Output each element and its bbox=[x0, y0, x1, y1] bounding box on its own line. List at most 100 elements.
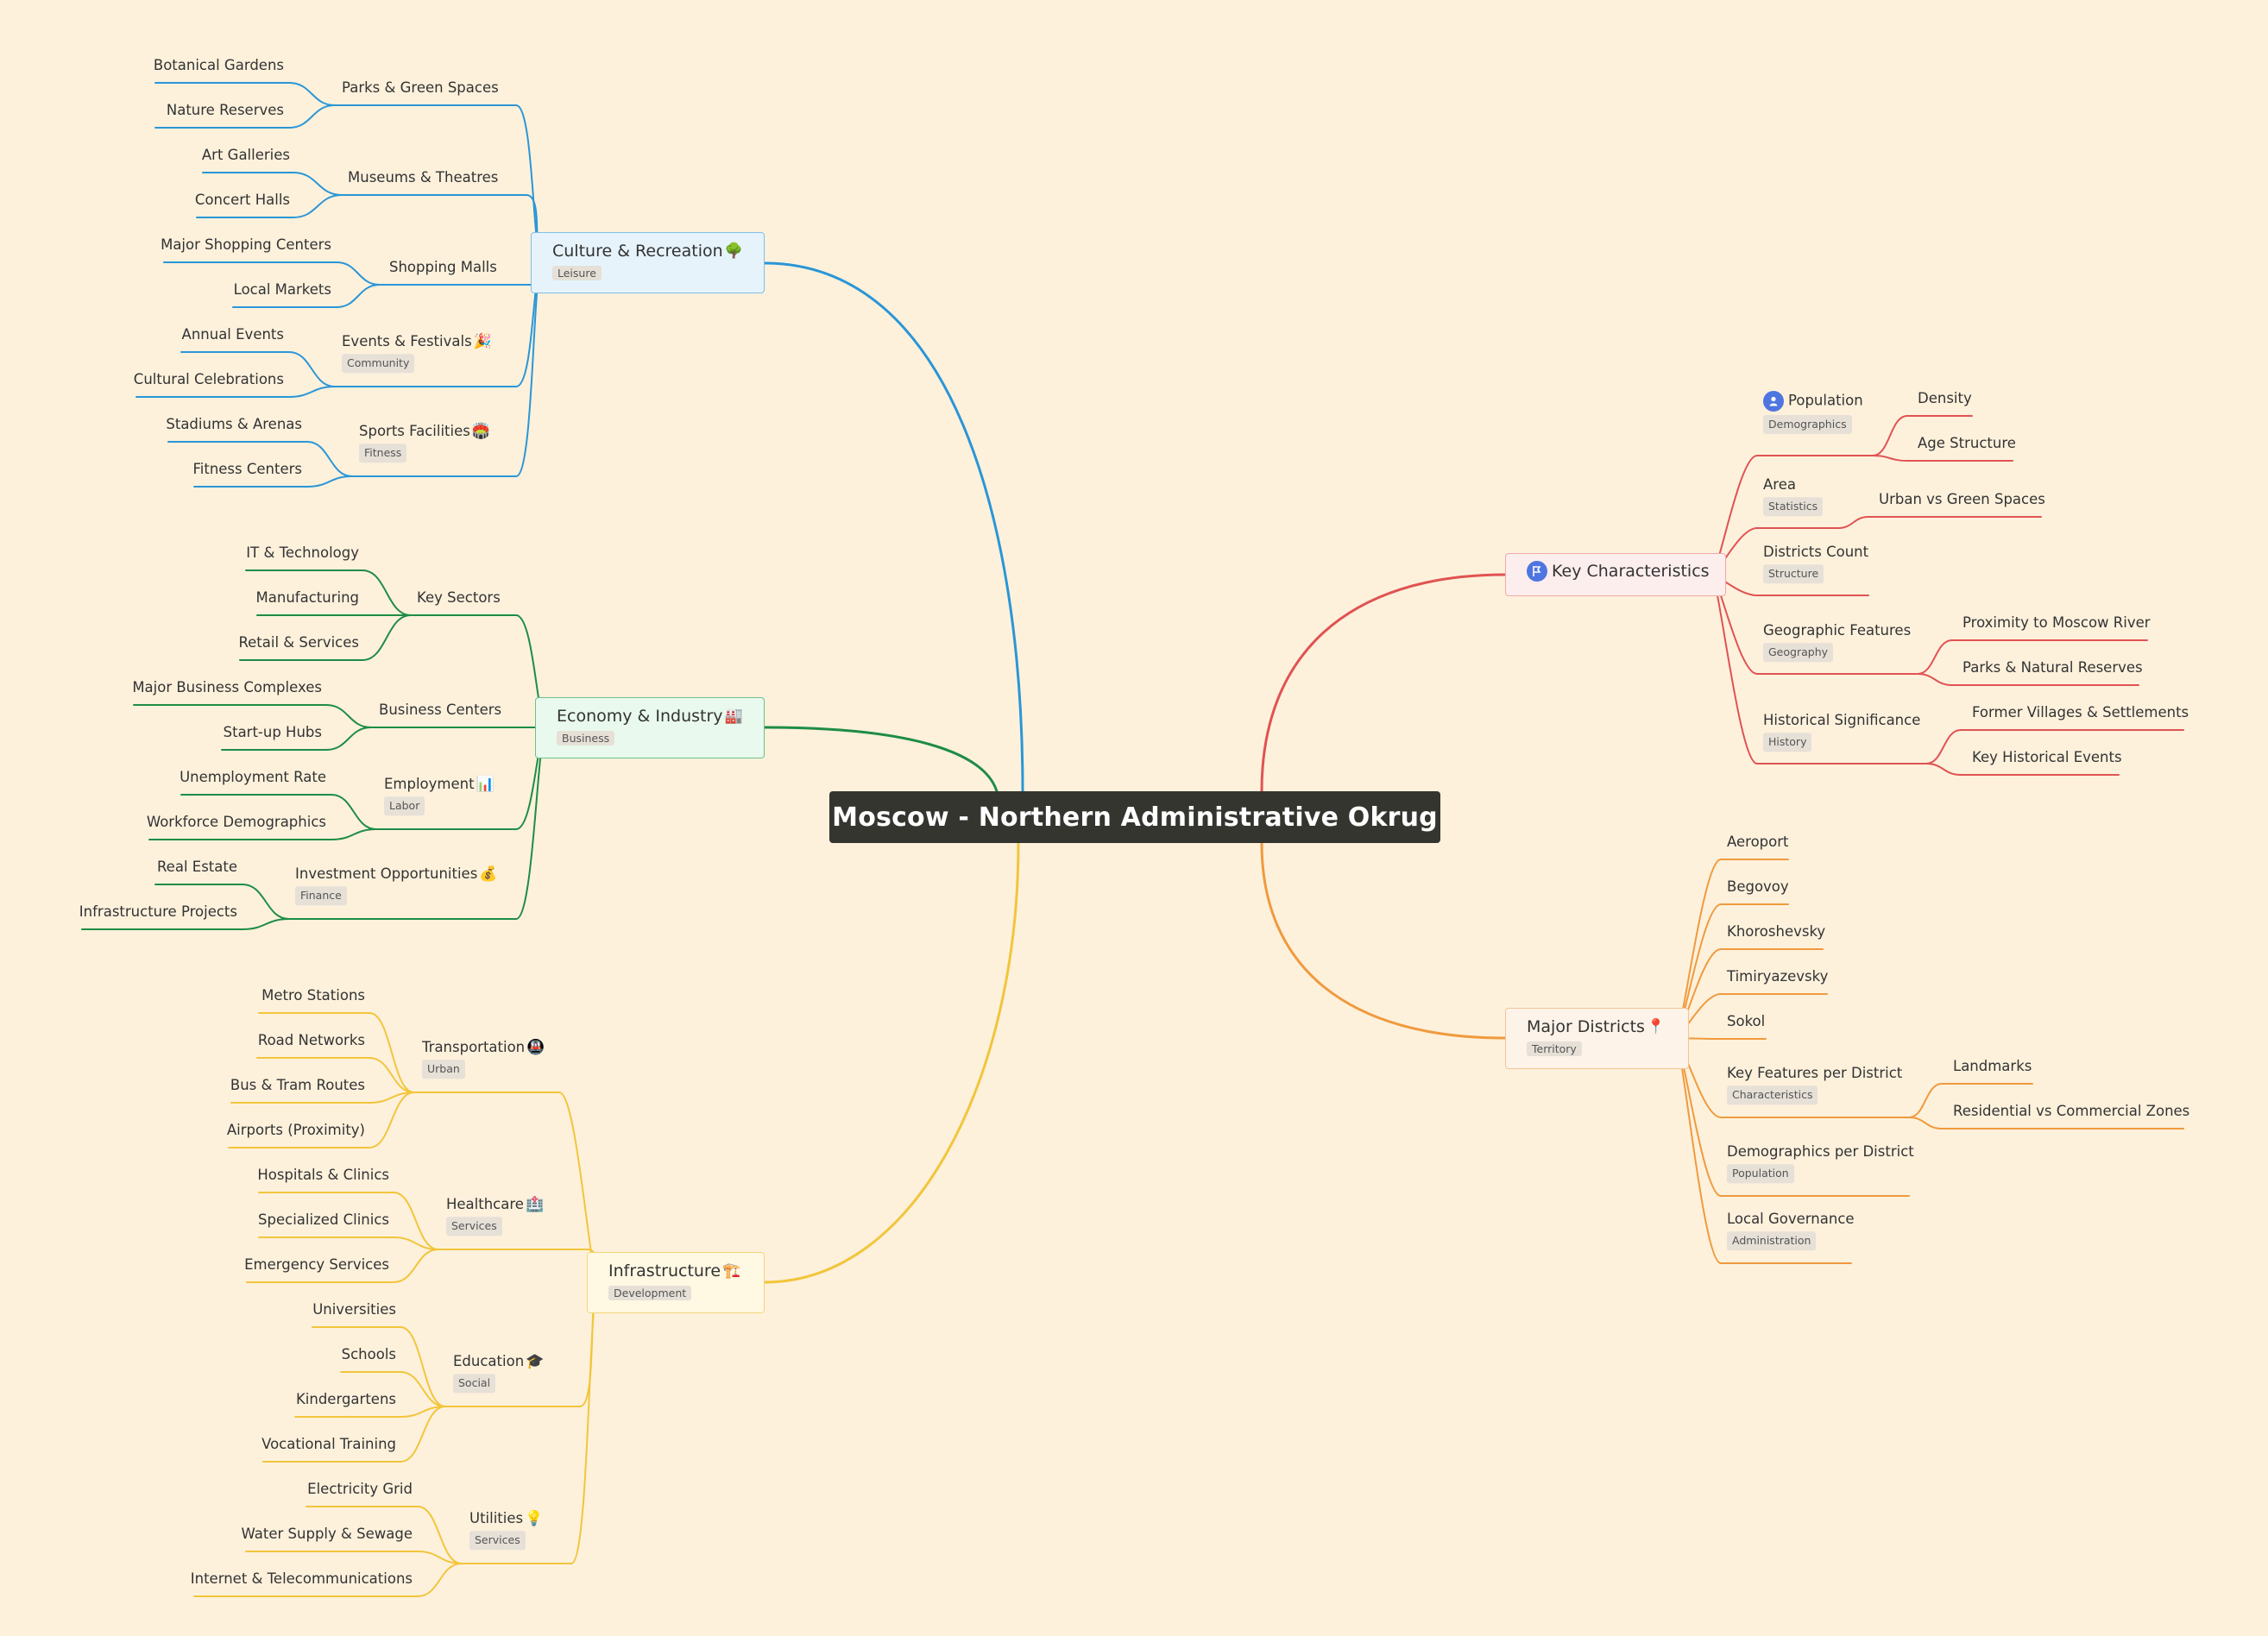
emergency-services-node[interactable]: Emergency Services bbox=[244, 1256, 389, 1273]
employment-node[interactable]: Employment📊Labor bbox=[384, 776, 495, 816]
pin-icon: 📍 bbox=[1646, 1018, 1666, 1035]
healthcare-node[interactable]: Healthcare🏥Services bbox=[446, 1196, 544, 1236]
person-icon bbox=[1763, 391, 1784, 412]
parks-green-spaces-node[interactable]: Parks & Green Spaces bbox=[342, 79, 499, 96]
flag-icon bbox=[1527, 561, 1547, 582]
kindergartens-node[interactable]: Kindergartens bbox=[295, 1391, 396, 1407]
schools-node[interactable]: Schools bbox=[341, 1346, 396, 1362]
districts-count-tag: Structure bbox=[1763, 564, 1824, 584]
transportation-node[interactable]: Transportation🚇Urban bbox=[422, 1039, 545, 1079]
proximity-moscow-river-node[interactable]: Proximity to Moscow River bbox=[1962, 614, 2151, 631]
culture-recreation-label: Culture & Recreation bbox=[552, 242, 723, 261]
nature-reserves-node[interactable]: Nature Reserves bbox=[166, 102, 284, 118]
sokol-node[interactable]: Sokol bbox=[1727, 1013, 1766, 1029]
age-structure-node[interactable]: Age Structure bbox=[1918, 435, 2016, 451]
cultural-celebrations-node[interactable]: Cultural Celebrations bbox=[133, 371, 284, 387]
specialized-clinics-node[interactable]: Specialized Clinics bbox=[258, 1211, 389, 1228]
stadiums-arenas-node[interactable]: Stadiums & Arenas bbox=[166, 416, 302, 432]
internet-telecommunications-node[interactable]: Internet & Telecommunications bbox=[190, 1570, 413, 1587]
art-galleries-node[interactable]: Art Galleries bbox=[201, 147, 290, 163]
aeroport-node[interactable]: Aeroport bbox=[1727, 834, 1789, 850]
culture-recreation-node[interactable]: Culture & Recreation🌳 Leisure bbox=[531, 232, 765, 293]
shopping-malls-node[interactable]: Shopping Malls bbox=[389, 259, 497, 275]
museums-theatres-node[interactable]: Museums & Theatres bbox=[348, 169, 499, 186]
manufacturing-node[interactable]: Manufacturing bbox=[255, 589, 359, 606]
education-tag: Social bbox=[453, 1374, 496, 1394]
business-centers-node[interactable]: Business Centers bbox=[379, 702, 502, 718]
infrastructure-node[interactable]: Infrastructure🏗️ Development bbox=[587, 1252, 765, 1313]
local-markets-node[interactable]: Local Markets bbox=[233, 281, 331, 298]
key-historical-events-node[interactable]: Key Historical Events bbox=[1972, 749, 2122, 765]
begovoy-node[interactable]: Begovoy bbox=[1727, 878, 1789, 895]
utilities-node[interactable]: Utilities💡Services bbox=[469, 1510, 543, 1551]
start-up-hubs-node[interactable]: Start-up Hubs bbox=[223, 724, 322, 740]
investment-opportunities-node[interactable]: Investment Opportunities💰Finance bbox=[295, 865, 497, 906]
stadium-icon: 🏟️ bbox=[471, 423, 491, 441]
area-tag: Statistics bbox=[1763, 497, 1824, 517]
party-popper-icon: 🎉 bbox=[473, 333, 492, 351]
bar-chart-icon: 📊 bbox=[476, 776, 495, 794]
hospital-icon: 🏥 bbox=[525, 1196, 545, 1214]
universities-node[interactable]: Universities bbox=[312, 1301, 396, 1318]
khoroshevsky-node[interactable]: Khoroshevsky bbox=[1727, 923, 1826, 940]
graduation-cap-icon: 🎓 bbox=[526, 1353, 545, 1371]
root-node[interactable]: Moscow - Northern Administrative Okrug bbox=[829, 791, 1440, 843]
investment-opportunities-tag: Finance bbox=[295, 886, 347, 906]
demographics-per-district-tag: Population bbox=[1727, 1164, 1794, 1184]
employment-tag: Labor bbox=[384, 796, 425, 816]
former-villages-node[interactable]: Former Villages & Settlements bbox=[1972, 704, 2189, 720]
urban-vs-green-spaces-node[interactable]: Urban vs Green Spaces bbox=[1879, 491, 2045, 507]
education-node[interactable]: Education🎓Social bbox=[453, 1353, 545, 1394]
events-festivals-node[interactable]: Events & Festivals🎉Community bbox=[342, 333, 492, 374]
bus-tram-routes-node[interactable]: Bus & Tram Routes bbox=[230, 1077, 365, 1093]
density-node[interactable]: Density bbox=[1918, 390, 1972, 406]
major-business-complexes-node[interactable]: Major Business Complexes bbox=[132, 679, 322, 695]
healthcare-tag: Services bbox=[446, 1217, 502, 1236]
factory-icon: 🏭 bbox=[724, 708, 743, 725]
utilities-tag: Services bbox=[469, 1531, 526, 1551]
unemployment-rate-node[interactable]: Unemployment Rate bbox=[180, 769, 326, 785]
major-shopping-centers-node[interactable]: Major Shopping Centers bbox=[161, 236, 331, 253]
airports-proximity-node[interactable]: Airports (Proximity) bbox=[226, 1122, 365, 1138]
workforce-demographics-node[interactable]: Workforce Demographics bbox=[146, 814, 326, 830]
key-sectors-node[interactable]: Key Sectors bbox=[417, 589, 501, 606]
economy-industry-node[interactable]: Economy & Industry🏭 Business bbox=[535, 697, 765, 758]
key-features-tag: Characteristics bbox=[1727, 1085, 1818, 1105]
road-networks-node[interactable]: Road Networks bbox=[257, 1032, 365, 1048]
key-characteristics-node[interactable]: Key Characteristics bbox=[1505, 553, 1726, 596]
metro-stations-node[interactable]: Metro Stations bbox=[261, 987, 365, 1004]
it-technology-node[interactable]: IT & Technology bbox=[246, 544, 359, 561]
local-governance-tag: Administration bbox=[1727, 1231, 1817, 1251]
water-supply-sewage-node[interactable]: Water Supply & Sewage bbox=[241, 1526, 413, 1542]
concert-halls-node[interactable]: Concert Halls bbox=[194, 192, 290, 208]
retail-services-node[interactable]: Retail & Services bbox=[238, 634, 359, 651]
root-title: Moscow - Northern Administrative Okrug bbox=[832, 802, 1438, 833]
residential-commercial-zones-node[interactable]: Residential vs Commercial Zones bbox=[1953, 1103, 2190, 1119]
botanical-gardens-node[interactable]: Botanical Gardens bbox=[153, 57, 284, 73]
population-tag: Demographics bbox=[1763, 415, 1852, 434]
transportation-tag: Urban bbox=[422, 1060, 465, 1079]
key-characteristics-label: Key Characteristics bbox=[1552, 562, 1710, 581]
parks-natural-reserves-node[interactable]: Parks & Natural Reserves bbox=[1962, 659, 2143, 676]
timiryazevsky-node[interactable]: Timiryazevsky bbox=[1727, 968, 1829, 985]
major-districts-node[interactable]: Major Districts📍 Territory bbox=[1505, 1008, 1689, 1069]
infrastructure-tag: Development bbox=[608, 1286, 692, 1300]
landmarks-node[interactable]: Landmarks bbox=[1953, 1058, 2032, 1074]
sports-facilities-node[interactable]: Sports Facilities🏟️Fitness bbox=[359, 423, 491, 463]
hospitals-clinics-node[interactable]: Hospitals & Clinics bbox=[257, 1167, 389, 1183]
fitness-centers-node[interactable]: Fitness Centers bbox=[192, 461, 302, 477]
annual-events-node[interactable]: Annual Events bbox=[181, 326, 284, 343]
real-estate-node[interactable]: Real Estate bbox=[156, 859, 237, 875]
electricity-grid-node[interactable]: Electricity Grid bbox=[307, 1481, 413, 1497]
infrastructure-projects-node[interactable]: Infrastructure Projects bbox=[79, 903, 237, 920]
vocational-training-node[interactable]: Vocational Training bbox=[261, 1436, 396, 1452]
events-festivals-tag: Community bbox=[342, 354, 415, 374]
